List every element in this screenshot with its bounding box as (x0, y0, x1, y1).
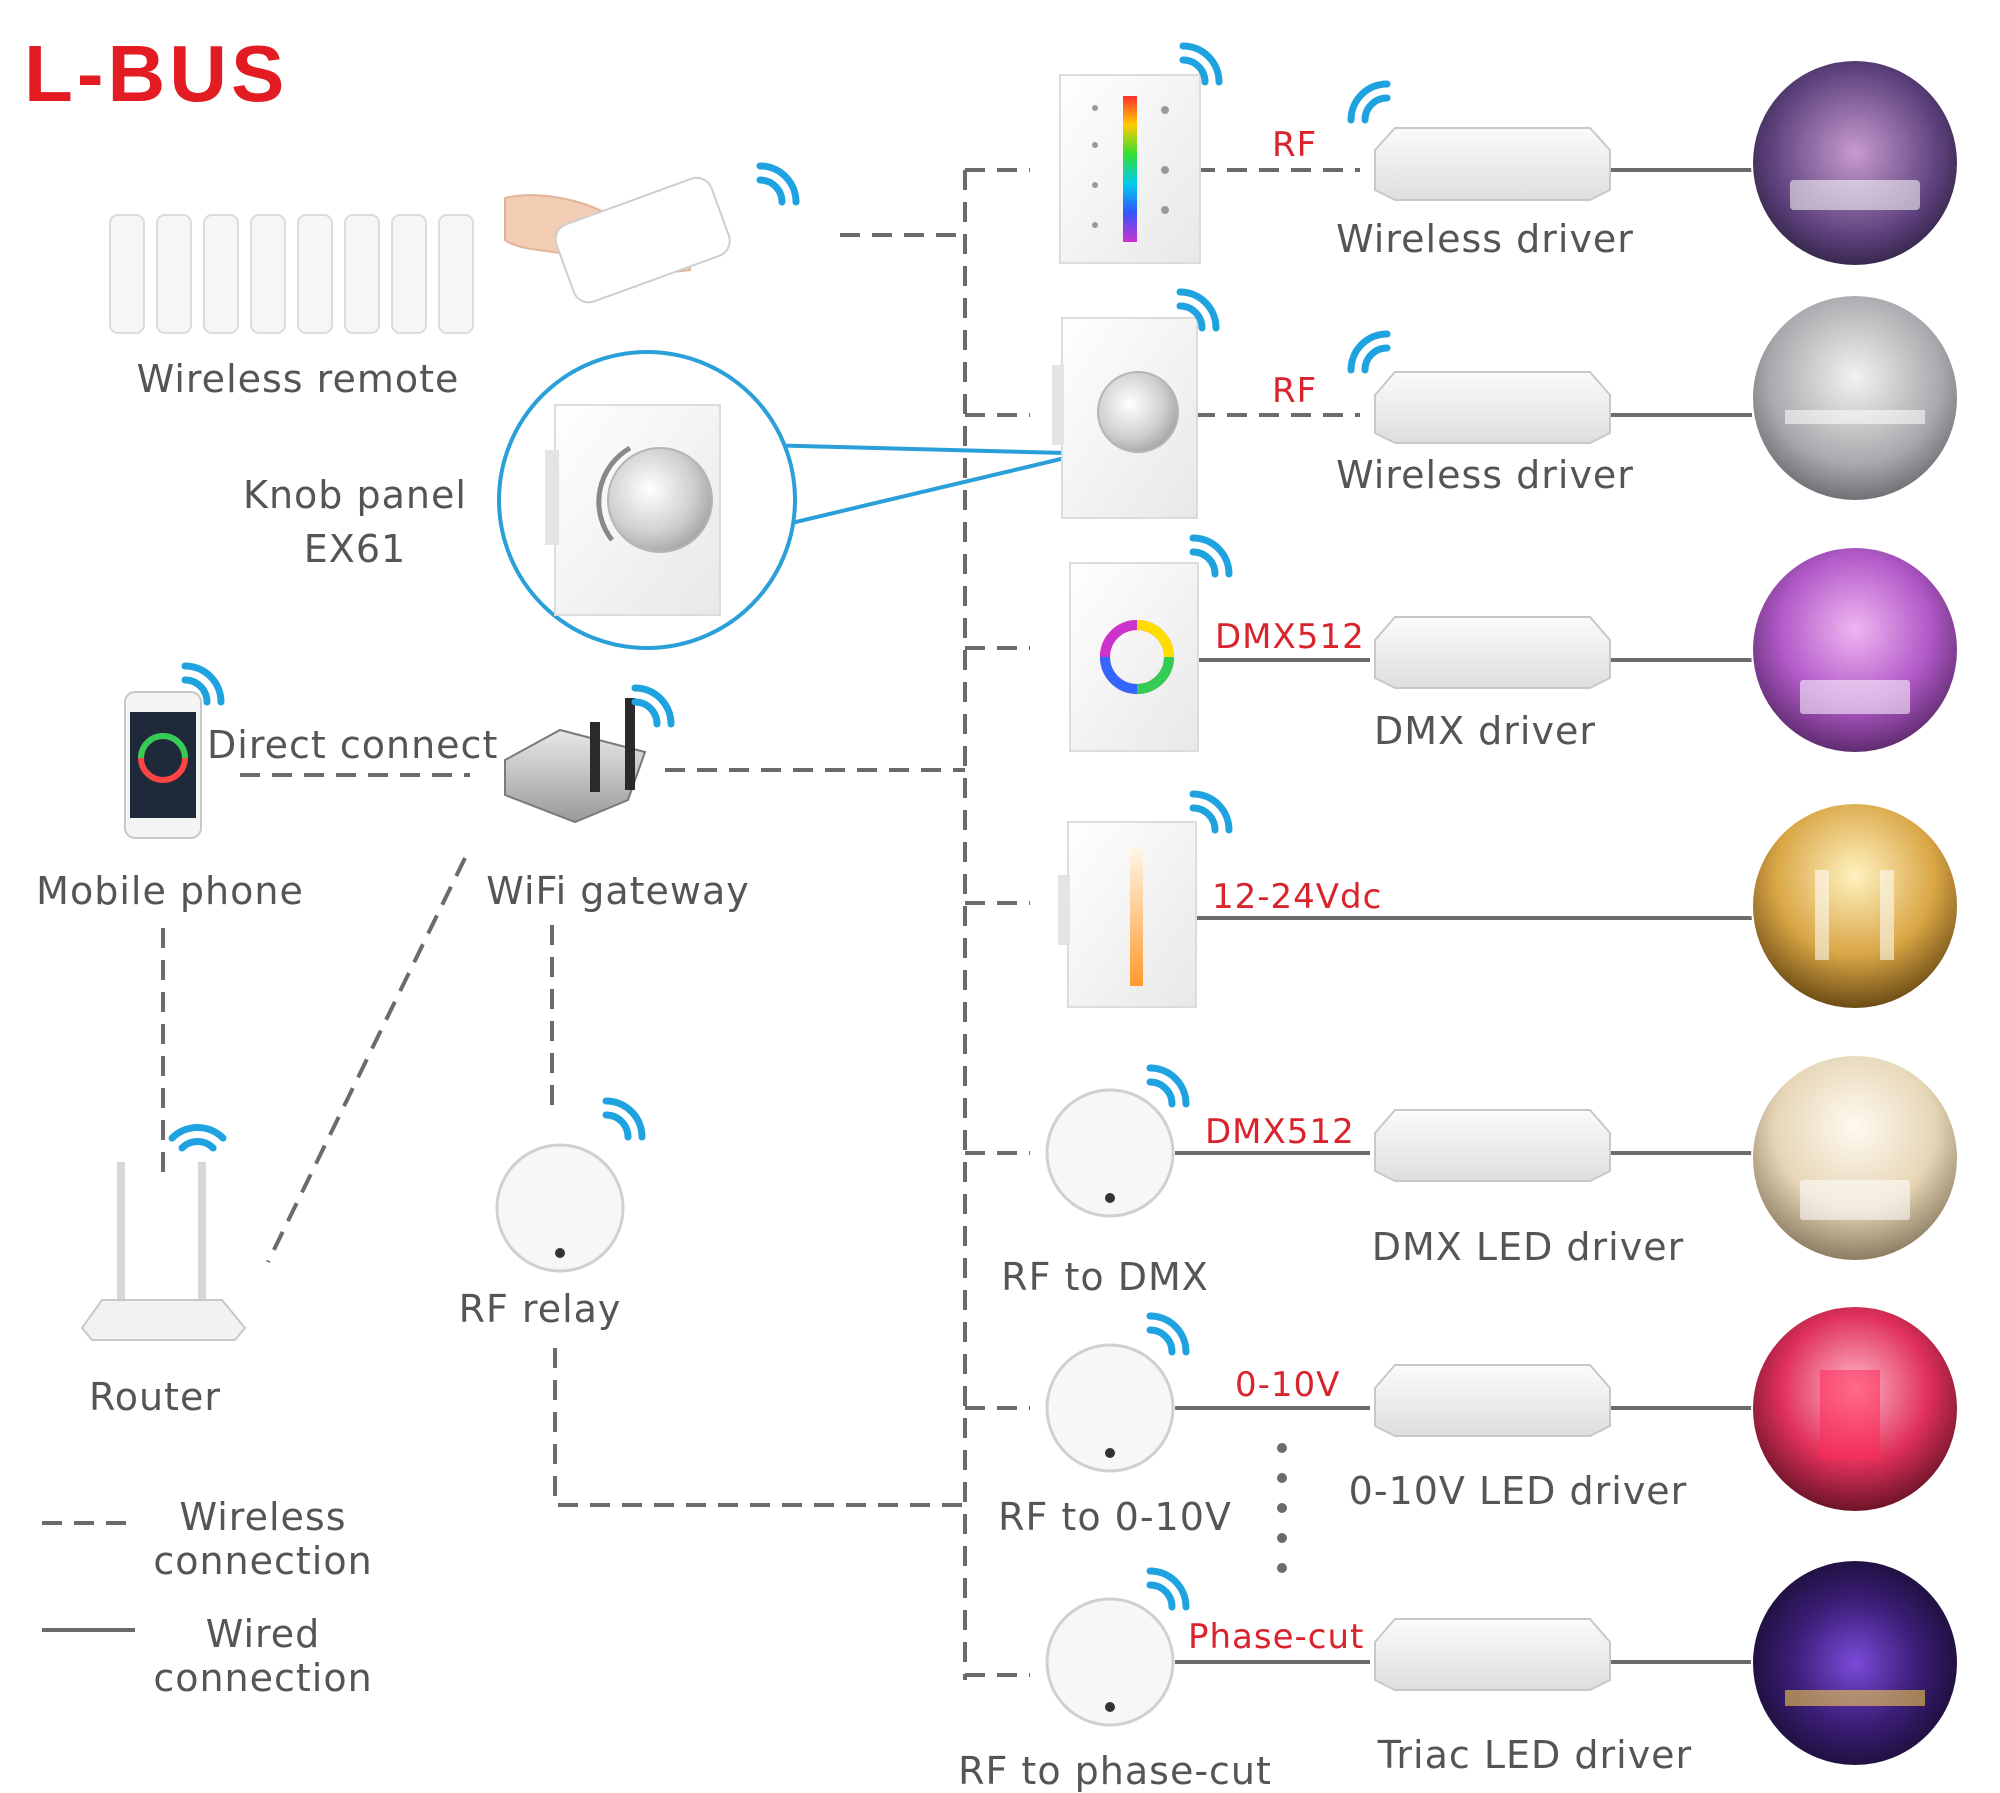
label-rf-relay: RF relay (458, 1287, 622, 1331)
wireless-remote-group (109, 176, 731, 334)
label-wireless-remote: Wireless remote (136, 357, 460, 401)
label-wireless-driver-2: Wireless driver (1336, 453, 1634, 497)
ellipsis-dots (1277, 1443, 1287, 1573)
panel-3-color-wheel (1069, 562, 1199, 752)
signal-12-24vdc: 12-24Vdc (1212, 877, 1383, 917)
label-triac-led-driver: Triac LED driver (1377, 1733, 1693, 1777)
label-dmx-driver: DMX driver (1374, 709, 1596, 753)
label-knob-panel: Knob panel (243, 473, 467, 517)
drivers (1374, 127, 1611, 1691)
label-wifi-gateway: WiFi gateway (486, 869, 750, 913)
room-photos (1751, 59, 1959, 1767)
panel-1-rgb (1059, 74, 1201, 264)
label-router: Router (89, 1375, 221, 1419)
label-rf-to-010v: RF to 0-10V (998, 1495, 1232, 1539)
label-rf-to-dmx: RF to DMX (1001, 1255, 1209, 1299)
legend-wired-line2: connection (153, 1656, 373, 1700)
wifi-signal-icons (168, 42, 1391, 1611)
connections-wired (42, 168, 1752, 1664)
signal-rf-2: RF (1272, 371, 1318, 411)
label-010v-led-driver: 0-10V LED driver (1348, 1469, 1688, 1513)
signal-dmx512-2: DMX512 (1205, 1112, 1355, 1152)
panel-4-warm (1058, 821, 1197, 1008)
label-knob-panel-model: EX61 (303, 527, 407, 571)
panel-2-knob (1052, 317, 1198, 519)
label-dmx-led-driver: DMX LED driver (1371, 1225, 1685, 1269)
legend-wired-line1: Wired (205, 1612, 321, 1656)
label-rf-to-phasecut: RF to phase-cut (958, 1749, 1272, 1793)
label-wireless-driver-1: Wireless driver (1336, 217, 1634, 261)
legend-wireless-line2: connection (153, 1539, 373, 1583)
lbus-logo: L-BUS (24, 29, 289, 118)
connections-wireless (42, 168, 1360, 1680)
signal-rf-1: RF (1272, 125, 1318, 165)
knob-panel-callout (497, 350, 1066, 650)
legend-wireless-line1: Wireless (179, 1495, 347, 1539)
signal-0-10v: 0-10V (1235, 1365, 1341, 1405)
label-direct-connect: Direct connect (207, 723, 499, 767)
mobile-phone (124, 691, 202, 839)
label-mobile-phone: Mobile phone (36, 869, 304, 913)
rf-converters (495, 1088, 1175, 1727)
wifi-gateway (504, 698, 647, 824)
signal-dmx512-1: DMX512 (1215, 617, 1365, 657)
router (80, 1162, 247, 1341)
signal-phase-cut: Phase-cut (1188, 1617, 1365, 1657)
